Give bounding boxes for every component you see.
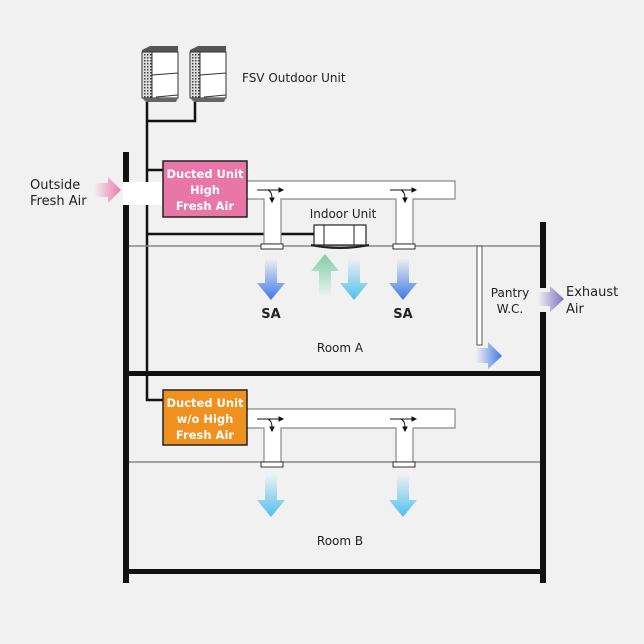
ducted-unit-standard: Ducted Unit w/o High Fresh Air xyxy=(162,389,248,446)
svg-text:Fresh Air: Fresh Air xyxy=(176,428,234,442)
airflow-symbol-room-b xyxy=(257,416,418,433)
pantry-label-line1: Pantry xyxy=(491,286,529,300)
sa-label-left: SA xyxy=(261,307,280,322)
outdoor-unit-1 xyxy=(141,46,179,102)
supply-air-arrow-left xyxy=(257,258,285,300)
svg-text:w/o High: w/o High xyxy=(177,412,234,426)
pantry-label-line2: W.C. xyxy=(497,302,524,316)
svg-text:Fresh Air: Fresh Air xyxy=(176,199,234,213)
indoor-unit-label: Indoor Unit xyxy=(310,207,377,221)
pantry-air-arrow xyxy=(476,342,502,369)
outside-air-label-line1: Outside xyxy=(30,178,80,193)
exhaust-label-line2: Air xyxy=(566,302,585,317)
fresh-air-inlet-arrow xyxy=(94,177,121,203)
svg-text:Ducted Unit: Ducted Unit xyxy=(166,167,244,181)
refrigerant-piping xyxy=(145,102,316,402)
svg-text:High: High xyxy=(190,183,220,197)
svg-text:Ducted Unit: Ducted Unit xyxy=(166,396,244,410)
airflow-symbol xyxy=(257,187,418,204)
supply-duct-room-b xyxy=(243,408,456,468)
indoor-unit xyxy=(310,224,370,249)
outside-air-label-line2: Fresh Air xyxy=(30,194,87,209)
supply-air-arrow-room-b-right xyxy=(389,474,417,517)
outdoor-unit-label: FSV Outdoor Unit xyxy=(242,71,346,85)
exhaust-air-arrow xyxy=(538,286,564,312)
ducted-unit-high-fresh-air: Ducted Unit High Fresh Air xyxy=(162,160,248,218)
supply-duct-room-a xyxy=(243,180,456,250)
outdoor-unit-2 xyxy=(189,46,227,102)
return-air-arrow xyxy=(311,254,339,297)
room-a-label: Room A xyxy=(317,341,364,355)
building-walls xyxy=(123,152,546,583)
exhaust-label-line1: Exhaust xyxy=(566,285,618,300)
sa-label-right: SA xyxy=(393,307,412,322)
supply-air-arrow-right xyxy=(389,258,417,300)
supply-air-arrow-room-b-left xyxy=(257,474,285,517)
fresh-air-inlet-duct xyxy=(123,182,165,205)
indoor-unit-supply-arrow xyxy=(340,258,368,300)
room-b-label: Room B xyxy=(317,534,363,548)
exhaust-pipe xyxy=(476,245,483,346)
